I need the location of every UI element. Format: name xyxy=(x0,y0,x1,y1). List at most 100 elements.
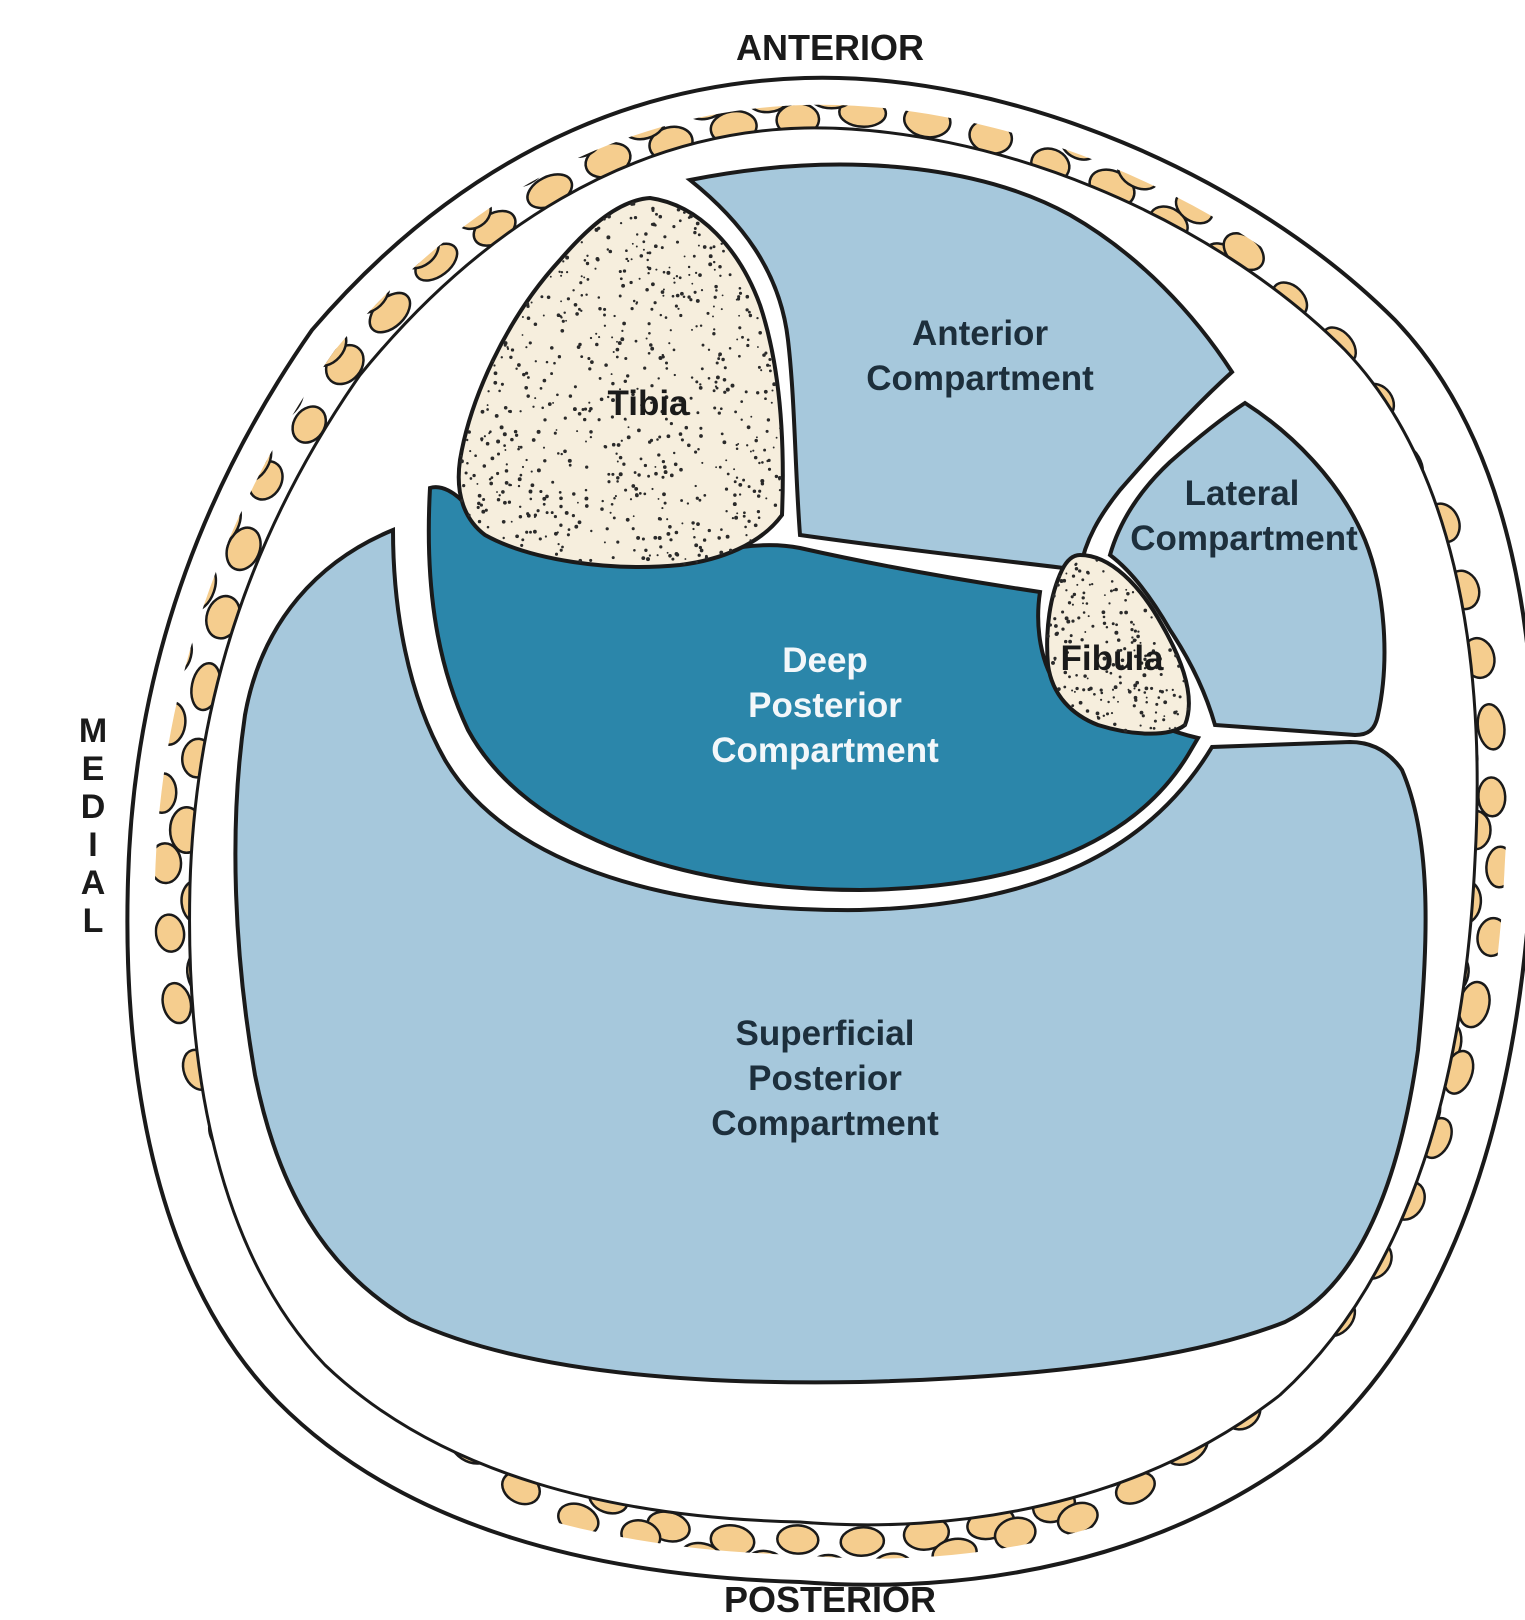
bone-stipple-dot xyxy=(543,379,547,383)
bone-stipple-dot xyxy=(733,502,737,506)
bone-stipple-dot xyxy=(478,494,482,498)
bone-stipple-dot xyxy=(1111,712,1113,714)
bone-stipple-dot xyxy=(699,546,702,549)
bone-stipple-dot xyxy=(695,485,697,487)
bone-stipple-dot xyxy=(565,320,567,322)
bone-stipple-dot xyxy=(500,425,504,429)
bone-stipple-dot xyxy=(580,310,582,312)
bone-stipple-dot xyxy=(734,480,737,483)
bone-stipple-dot xyxy=(572,289,574,291)
bone-stipple-dot xyxy=(1140,711,1144,715)
bone-stipple-dot xyxy=(1074,563,1077,566)
bone-stipple-dot xyxy=(522,466,524,468)
bone-stipple-dot xyxy=(540,387,543,390)
bone-stipple-dot xyxy=(771,389,773,391)
bone-stipple-dot xyxy=(720,243,722,245)
bone-stipple-dot xyxy=(666,518,668,520)
bone-stipple-dot xyxy=(501,383,504,386)
bone-stipple-dot xyxy=(655,213,658,216)
bone-stipple-dot xyxy=(733,468,735,470)
bone-stipple-dot xyxy=(724,366,727,369)
bone-stipple-dot xyxy=(779,427,781,429)
bone-stipple-dot xyxy=(527,376,530,379)
bone-stipple-dot xyxy=(693,231,696,234)
bone-stipple-dot xyxy=(568,528,571,531)
bone-stipple-dot xyxy=(1146,697,1148,699)
bone-stipple-dot xyxy=(577,345,581,349)
bone-stipple-dot xyxy=(718,355,720,357)
bone-stipple-dot xyxy=(736,338,738,340)
bone-stipple-dot xyxy=(736,512,738,514)
bone-stipple-dot xyxy=(575,312,579,316)
bone-stipple-dot xyxy=(527,316,531,320)
bone-stipple-dot xyxy=(679,276,682,279)
bone-stipple-dot xyxy=(1053,657,1056,660)
bone-stipple-dot xyxy=(525,531,528,534)
bone-stipple-dot xyxy=(1065,589,1067,591)
bone-stipple-dot xyxy=(665,361,668,364)
bone-stipple-dot xyxy=(541,407,544,410)
bone-stipple-dot xyxy=(493,364,495,366)
bone-stipple-dot xyxy=(486,408,489,411)
bone-stipple-dot xyxy=(567,533,570,536)
bone-stipple-dot xyxy=(526,512,529,515)
medial-letter: E xyxy=(82,750,105,788)
bone-stipple-dot xyxy=(646,337,648,339)
bone-stipple-dot xyxy=(690,397,693,400)
bone-stipple-dot xyxy=(487,526,490,529)
bone-stipple-dot xyxy=(603,308,606,311)
bone-stipple-dot xyxy=(559,496,563,500)
bone-stipple-dot xyxy=(746,344,749,347)
bone-stipple-dot xyxy=(715,289,718,292)
bone-stipple-dot xyxy=(589,559,592,562)
bone-stipple-dot xyxy=(1063,686,1066,689)
bone-stipple-dot xyxy=(1055,583,1057,585)
bone-stipple-dot xyxy=(643,249,645,251)
bone-stipple-dot xyxy=(522,334,524,336)
bone-stipple-dot xyxy=(460,459,464,463)
bone-stipple-dot xyxy=(696,497,699,500)
bone-stipple-dot xyxy=(715,381,718,384)
bone-stipple-dot xyxy=(1114,685,1118,689)
medial-label: M E D I A L xyxy=(79,712,107,940)
bone-stipple-dot xyxy=(585,293,587,295)
bone-stipple-dot xyxy=(569,464,572,467)
bone-stipple-dot xyxy=(560,275,562,277)
bone-stipple-dot xyxy=(717,357,720,360)
bone-stipple-dot xyxy=(648,332,651,335)
bone-stipple-dot xyxy=(749,314,752,317)
bone-stipple-dot xyxy=(1132,591,1134,593)
bone-stipple-dot xyxy=(673,282,675,284)
bone-stipple-dot xyxy=(1053,617,1056,620)
bone-stipple-dot xyxy=(468,514,471,517)
bone-stipple-dot xyxy=(650,308,653,311)
bone-stipple-dot xyxy=(519,515,522,518)
bone-stipple-dot xyxy=(663,235,666,238)
bone-stipple-dot xyxy=(701,462,703,464)
bone-stipple-dot xyxy=(525,459,527,461)
bone-stipple-dot xyxy=(1133,704,1136,707)
bone-stipple-dot xyxy=(722,294,724,296)
bone-stipple-dot xyxy=(595,343,599,347)
bone-stipple-dot xyxy=(762,353,766,357)
bone-stipple-dot xyxy=(699,386,703,390)
bone-stipple-dot xyxy=(1061,610,1064,613)
bone-stipple-dot xyxy=(569,394,572,397)
bone-stipple-dot xyxy=(543,447,545,449)
bone-stipple-dot xyxy=(657,453,660,456)
bone-stipple-dot xyxy=(1083,592,1086,595)
bone-stipple-dot xyxy=(615,495,617,497)
bone-stipple-dot xyxy=(610,512,612,514)
bone-stipple-dot xyxy=(625,258,627,260)
bone-stipple-dot xyxy=(713,261,715,263)
medial-letter: A xyxy=(81,864,106,902)
bone-stipple-dot xyxy=(515,434,518,437)
bone-stipple-dot xyxy=(699,434,703,438)
bone-stipple-dot xyxy=(639,278,641,280)
bone-stipple-dot xyxy=(580,355,583,358)
deep-posterior-label-line1: Deep xyxy=(782,641,868,680)
bone-stipple-dot xyxy=(1071,689,1073,691)
bone-stipple-dot xyxy=(715,466,717,468)
bone-stipple-dot xyxy=(779,489,781,491)
bone-stipple-dot xyxy=(765,497,767,499)
